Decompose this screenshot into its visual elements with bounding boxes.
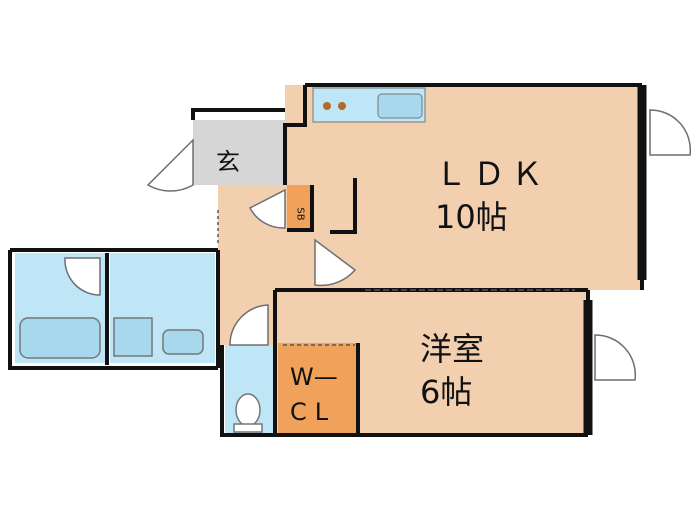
- western-room-size-label: 6帖: [420, 373, 472, 411]
- ldk-size-label: 10帖: [435, 198, 508, 236]
- bathtub-icon: [19, 317, 101, 359]
- wash-basin-icon: [162, 329, 204, 355]
- toilet-door-swing: [229, 304, 269, 346]
- sink-icon: [377, 93, 423, 119]
- western-balcony-door-swing: [594, 334, 637, 381]
- entrance-door-swing: [146, 138, 194, 192]
- walk-in-closet-label-line1: W—: [290, 363, 338, 391]
- ldk-door-swing: [314, 238, 357, 287]
- stove-burner-icon: [338, 102, 346, 110]
- washing-machine-icon: [113, 317, 153, 357]
- bathroom-door-swing: [64, 257, 101, 296]
- thick-walls: [583, 85, 647, 435]
- ldk-balcony-door-swing: [649, 109, 692, 156]
- toilet-tank-icon: [233, 423, 263, 433]
- ldk-name-label: ＬＤＫ: [435, 155, 549, 193]
- shoe-box-label: SB: [295, 207, 306, 220]
- door-swings: [64, 109, 692, 381]
- entrance-label: 玄: [216, 148, 240, 176]
- toilet-icon: [235, 393, 261, 427]
- western-room-name-label: 洋室: [420, 330, 484, 368]
- walk-in-closet-label-line2: CL: [290, 398, 336, 426]
- shoe-box: [287, 185, 312, 230]
- entrance-floor: [193, 120, 285, 185]
- stove-burner-icon: [323, 102, 331, 110]
- shoebox-door-swing: [248, 188, 286, 229]
- sliding-doors: [217, 210, 575, 346]
- walk-in-closet: [278, 343, 358, 433]
